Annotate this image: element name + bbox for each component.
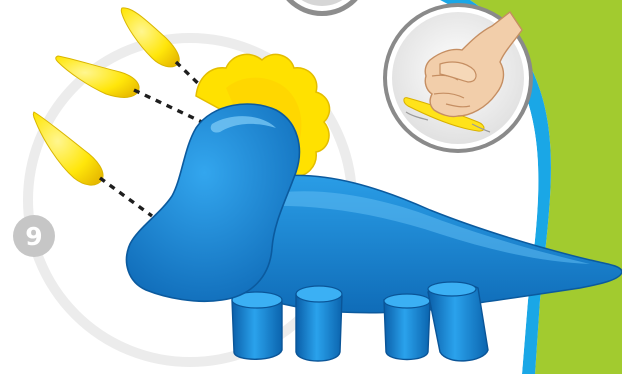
- top-inset-circle: [274, 0, 370, 16]
- step-number-label: 9: [25, 224, 42, 249]
- step-number-badge: 9: [13, 215, 55, 257]
- leg-back-left: [384, 294, 430, 360]
- horn-bottom: [33, 112, 103, 185]
- leg-front-right: [296, 286, 342, 361]
- leg-back-right: [428, 282, 488, 361]
- leg-front-left: [232, 292, 282, 359]
- horn-guide-middle: [134, 90, 202, 122]
- horn-guide-bottom: [100, 178, 152, 216]
- hand-rolling-clay-inset: [383, 3, 533, 153]
